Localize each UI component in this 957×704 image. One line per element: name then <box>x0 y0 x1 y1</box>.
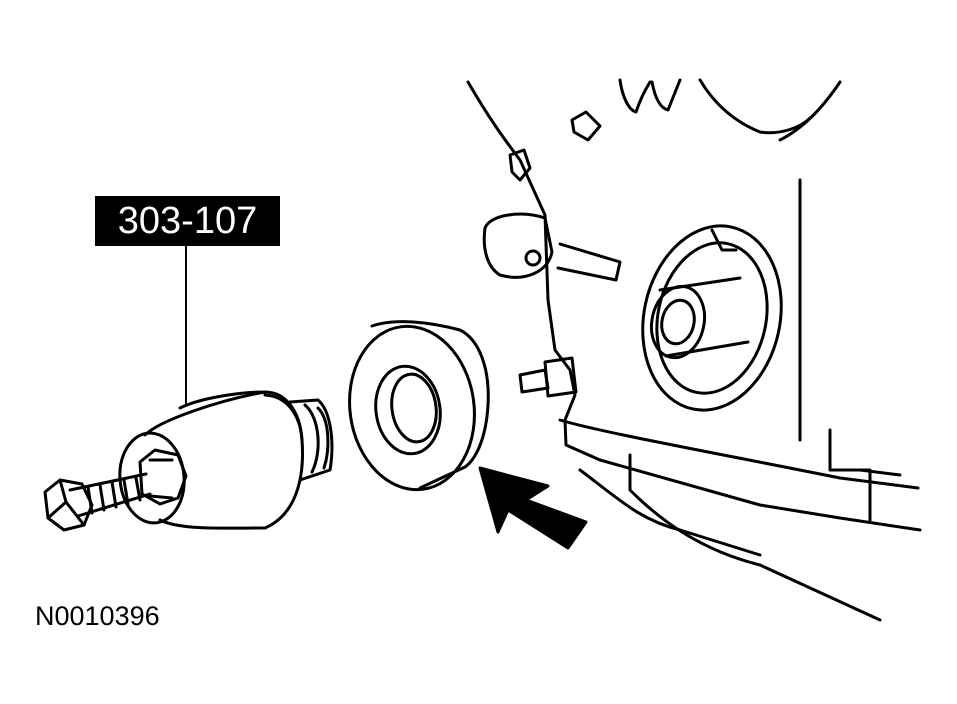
crankshaft-nose <box>641 224 783 412</box>
engine-front-cover <box>466 78 922 622</box>
tool-number-label: 303-107 <box>95 196 280 246</box>
install-direction-arrow <box>478 466 588 550</box>
seal-installer-tool <box>43 245 334 532</box>
crankshaft-front-seal <box>348 320 490 492</box>
figure-id: N0010396 <box>35 601 160 631</box>
